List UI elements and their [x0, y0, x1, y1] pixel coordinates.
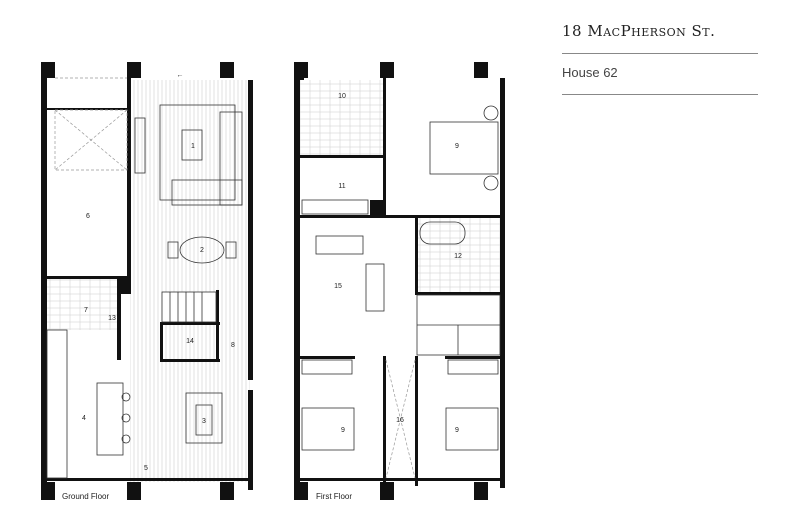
room-label: 7 — [84, 307, 88, 314]
divider — [562, 53, 758, 54]
room-label: 9 — [341, 427, 345, 434]
ground-floor-label: Ground Floor — [62, 492, 109, 501]
room-label: 16 — [396, 417, 404, 424]
room-label: 10 — [338, 93, 346, 100]
house-name: House 62 — [562, 65, 618, 80]
ground-floor-plan: ← 1 2 3 4 5 6 7 8 13 1 — [41, 62, 253, 501]
room-label: 1 — [191, 143, 195, 150]
first-floor-plan: 9 9 9 10 11 12 15 16 First Floor — [294, 62, 505, 501]
room-label: 3 — [202, 418, 206, 425]
room-label: 12 — [454, 253, 462, 260]
divider — [562, 94, 758, 95]
room-label: 8 — [231, 342, 235, 349]
room-label: 2 — [200, 247, 204, 254]
room-label: 14 — [186, 338, 194, 345]
property-title: 18 MacPherson St. — [562, 22, 716, 40]
room-label: 6 — [86, 213, 90, 220]
room-label: 5 — [144, 465, 148, 472]
room-label: 4 — [82, 415, 86, 422]
room-label: 9 — [455, 143, 459, 150]
first-floor-label: First Floor — [316, 492, 352, 501]
room-label: 11 — [338, 183, 345, 190]
svg-text:←: ← — [177, 72, 184, 79]
room-label: 15 — [334, 283, 342, 290]
room-label: 9 — [455, 427, 459, 434]
room-label: 13 — [108, 315, 116, 322]
